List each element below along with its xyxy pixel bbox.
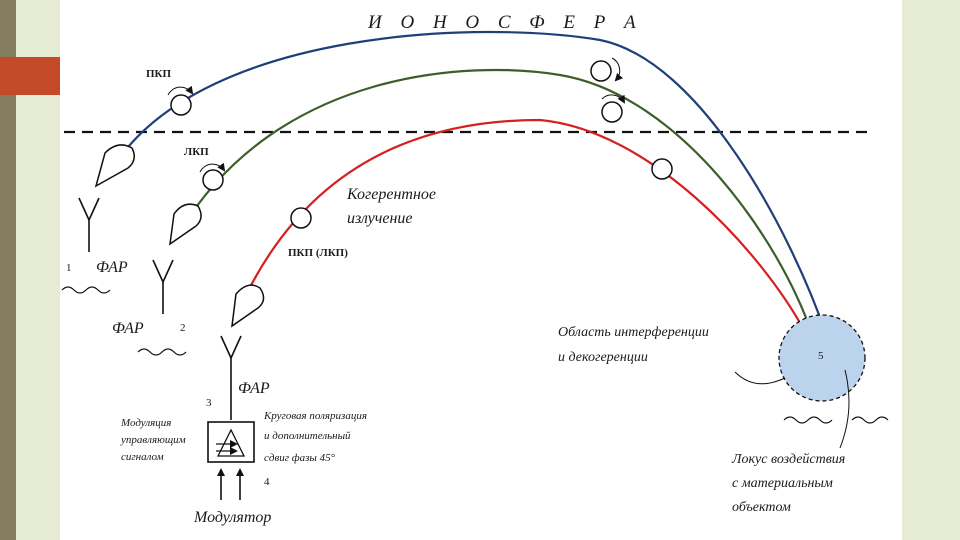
antenna-icon (78, 197, 100, 252)
beam-lobe-icon (94, 144, 135, 188)
modulation-label-3: сигналом (121, 451, 164, 463)
ground-wave (783, 416, 833, 424)
polarization-label-1: Круговая поляризация (264, 410, 367, 422)
far-label-1: ФАР (96, 259, 128, 276)
lkp-label: ЛКП (184, 146, 209, 158)
blue-beam-path (117, 30, 829, 336)
polarization-circle-icon (167, 85, 194, 116)
modulator-block-icon (207, 421, 255, 463)
red-beam-path (236, 118, 805, 332)
antenna-icon (220, 335, 242, 420)
pkp-label: ПКП (146, 68, 172, 80)
modulation-label-2: управляющим (121, 434, 186, 446)
polarization-circle-icon (290, 207, 312, 229)
accent-block (0, 57, 60, 95)
ground-wave (851, 416, 889, 424)
pkp-lkp-label: ПКП (ЛКП) (288, 247, 348, 259)
polarization-label-2: и дополнительный (264, 430, 351, 442)
modulation-label-1: Модуляция (121, 417, 172, 429)
number-5: 5 (818, 350, 824, 362)
interference-label-2: и декогеренции (558, 350, 648, 365)
modulator-label: Модулятор (194, 509, 272, 526)
interference-area-circle (778, 314, 866, 402)
far-label-3: ФАР (238, 380, 270, 397)
beam-lobe-icon (169, 203, 202, 246)
green-beam-path (181, 68, 815, 336)
beam-lobe-icon (231, 284, 265, 328)
polarization-label-3: сдвиг фазы 45° (264, 452, 335, 464)
ground-wave (61, 286, 111, 294)
locus-label-2: с материальным (732, 476, 833, 491)
polarization-circle-icon (199, 162, 226, 191)
number-2: 2 (180, 322, 186, 334)
locus-callout-line (839, 369, 850, 449)
polarization-circle-icon (601, 94, 625, 123)
number-1: 1 (66, 262, 72, 274)
far-label-2: ФАР (112, 320, 144, 337)
polarization-circle-icon (651, 158, 673, 180)
antenna-icon (152, 259, 174, 314)
left-side-bar (0, 0, 16, 540)
locus-label-3: объектом (732, 500, 791, 515)
number-4: 4 (264, 476, 270, 488)
coherent-label-2: излучение (347, 210, 413, 227)
locus-label-1: Локус воздействия (732, 452, 846, 467)
interference-callout-line (734, 371, 786, 385)
ground-wave (137, 348, 187, 356)
ionosphere-title: И О Н О С Ф Е Р А (368, 12, 643, 33)
number-3: 3 (206, 397, 212, 409)
polarization-circle-icon (590, 57, 624, 82)
coherent-label-1: Когерентное (347, 186, 436, 203)
interference-label-1: Область интерференции (558, 325, 709, 340)
